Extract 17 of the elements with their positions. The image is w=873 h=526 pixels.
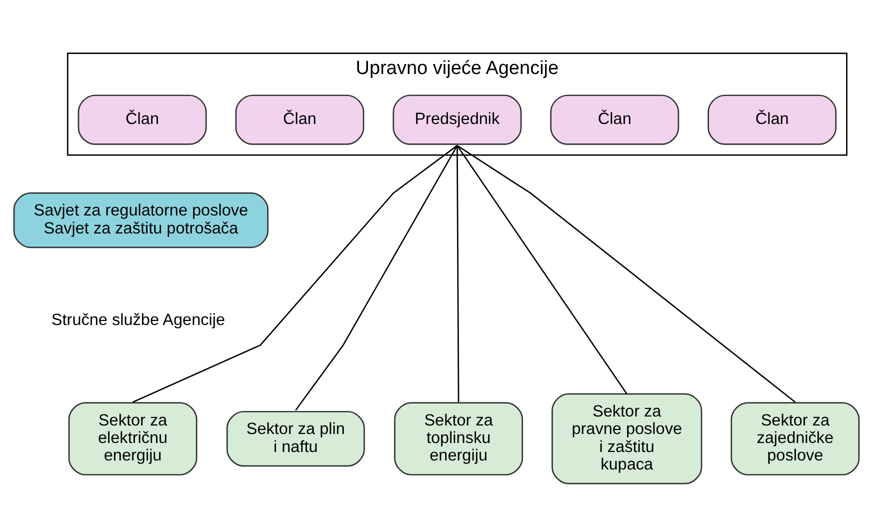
node-box: Član [550, 94, 680, 145]
node-box: Sektor za zajedničke poslove [730, 402, 860, 476]
connector [456, 146, 460, 402]
node-box: Predsjednik [392, 94, 522, 145]
node-box: Savjet za regulatorne poslove Savjet za zaštitu potrošača [13, 192, 269, 248]
node-box: Član [78, 94, 207, 145]
connector [456, 145, 628, 394]
node-box: Sektor za električnu energiju [68, 402, 198, 476]
node-box: Sektor za plin i naftu [226, 410, 365, 467]
connector [456, 145, 796, 403]
node-box: Sektor za toplinsku energiju [394, 402, 524, 476]
node-box: Član [708, 94, 837, 145]
connector [132, 145, 458, 403]
node-box: Član [235, 94, 364, 145]
label: Stručne službe Agencije [51, 310, 226, 329]
node-box: Sektor za pravne poslove i zaštitu kupaca [552, 393, 702, 484]
connector [295, 145, 458, 411]
